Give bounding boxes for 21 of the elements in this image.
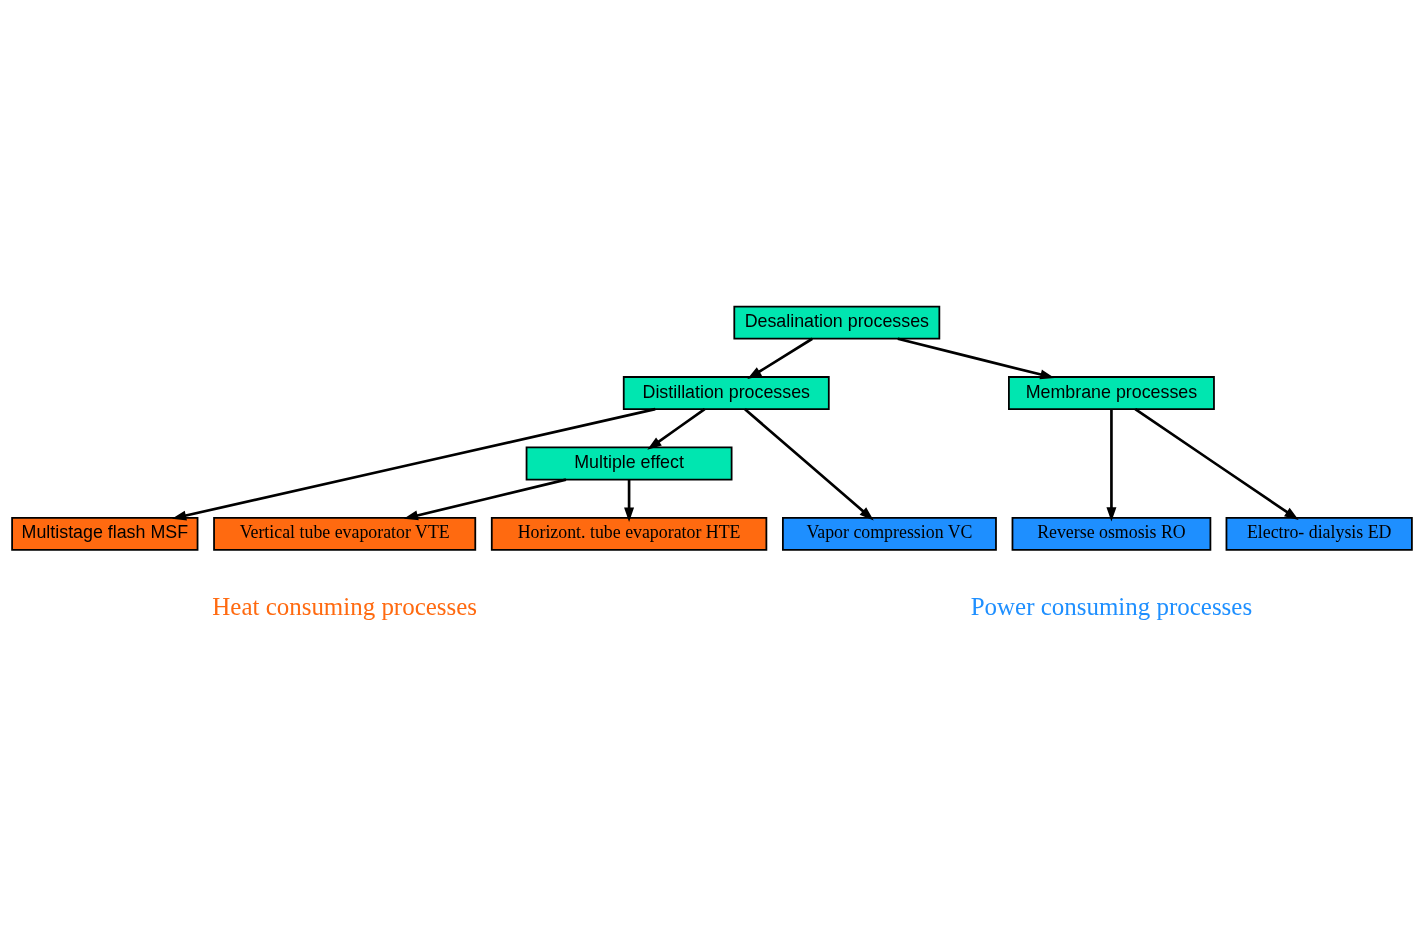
arrow: [647, 407, 706, 450]
arrow: [1134, 407, 1299, 520]
node-box: Membrane processes: [1008, 375, 1215, 410]
node-box: Multiple effect: [525, 446, 733, 480]
arrow: [897, 336, 1055, 379]
node-box: Vertical tube evaporator VTE: [213, 516, 477, 551]
arrow: [1106, 408, 1117, 522]
node-box: Reverse osmosis RO: [1011, 516, 1212, 551]
arrow: [744, 407, 874, 520]
node-box: Horizont. tube evaporator HTE: [490, 516, 768, 551]
arrow: [403, 477, 567, 520]
node-box: Distillation processes: [622, 375, 830, 410]
node-box: Desalination processes: [733, 305, 941, 340]
node-box: Multistage flash MSF: [11, 516, 199, 551]
node-box: Electro- dialysis ED: [1225, 516, 1413, 551]
arrow: [624, 479, 635, 522]
node-box: Vapor compression VC: [782, 516, 997, 551]
arrow: [747, 337, 813, 379]
label: Power consuming processes: [970, 592, 1253, 620]
arrow: [171, 407, 656, 520]
label: Heat consuming processes: [212, 592, 478, 620]
